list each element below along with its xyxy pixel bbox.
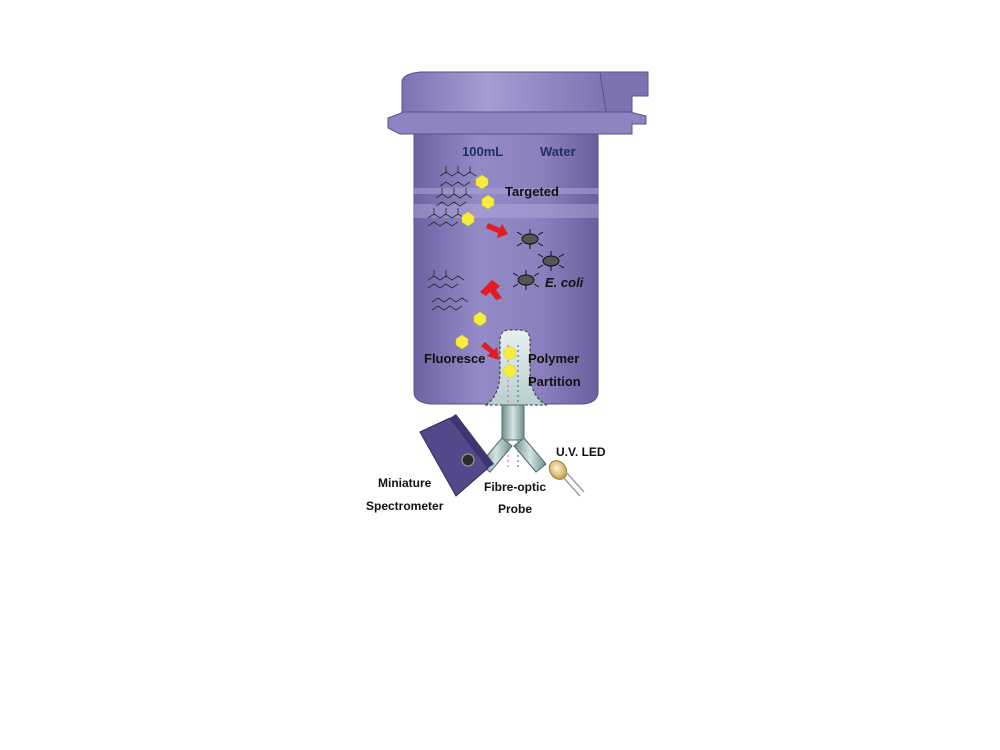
probe-label-line2: Probe [498,502,532,516]
sugar-molecule-icon-4 [427,270,465,289]
polymer-label-line1: Polymer [528,351,579,366]
hexagon-marker-icon-3 [461,211,475,227]
targeted-label: Targeted [505,184,559,199]
container-seam-lower [414,204,598,218]
fibre-optic-probe [479,404,547,473]
container-lid [401,71,615,113]
bacteria-label: E. coli [545,275,584,290]
sugar-molecule-icon-3 [427,208,465,227]
red-arrow-icon-1 [486,223,508,238]
probe-label-line1: Fibre-optic [484,480,546,494]
spectrometer-label-line1: Miniature [378,476,432,490]
container-body [413,127,599,405]
hexagon-marker-icon-2 [481,194,495,210]
volume-label: 100mL [462,144,503,159]
bacterium-icon-1 [516,229,544,249]
probe-branch-right [513,437,547,473]
sugar-molecule-icon-2 [435,188,473,207]
bacterium-icon-3 [512,270,540,290]
container [387,71,649,405]
hexagon-marker-icon-6 [503,345,517,361]
hexagon-marker-icon-1 [475,174,489,190]
partition-shell [484,329,548,406]
bacterium-icon-2 [537,251,565,271]
sugar-molecule-icon-1 [439,166,477,187]
sugar-molecule-icon-5 [431,297,469,311]
red-arrow-icon-3 [481,342,499,360]
hexagon-marker-icon-5 [455,334,469,350]
hexagon-marker-icon-4 [473,311,487,327]
probe-stem [501,404,525,441]
hexagon-markers [455,174,517,379]
uv-led-icon [548,460,585,497]
lid-tab-upper [599,71,649,113]
led-label: U.V. LED [556,445,606,459]
hexagon-marker-icon-7 [503,363,517,379]
red-arrow-icons [480,223,508,360]
container-rim [387,111,647,135]
spectrometer-label-line2: Spectrometer [366,499,444,513]
container-seam-upper [414,188,598,194]
fluorescence-label: Fluoresce [424,351,485,366]
spectrometer-device-icon [419,414,494,497]
polymer-label-line2: Partition [528,374,581,389]
medium-label: Water [540,144,576,159]
red-arrow-icon-2 [480,280,502,300]
